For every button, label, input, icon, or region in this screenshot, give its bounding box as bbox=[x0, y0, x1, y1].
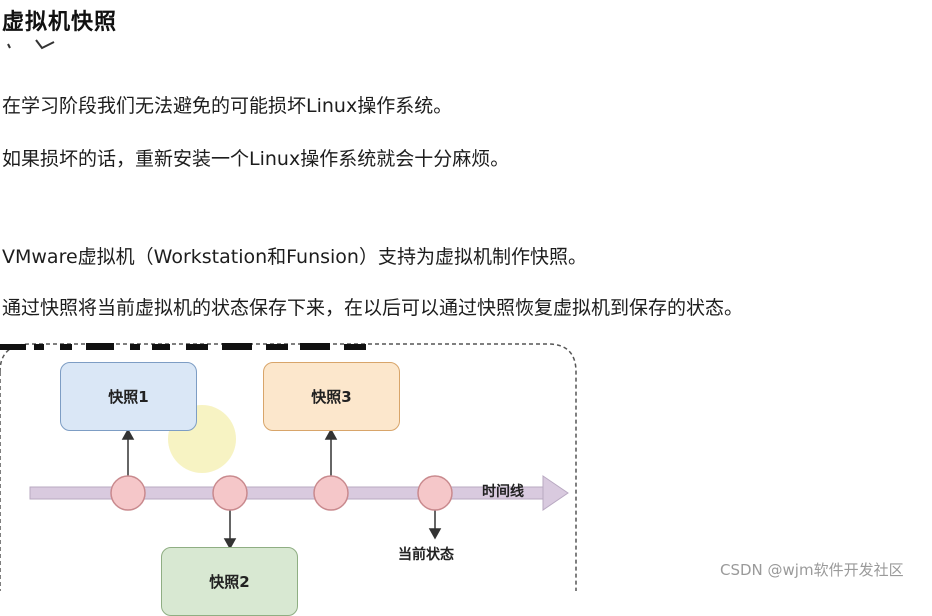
paragraph-3: VMware虚拟机（Workstation和Funsion）支持为虚拟机制作快照… bbox=[2, 246, 587, 268]
paragraph-2: 如果损坏的话，重新安装一个Linux操作系统就会十分麻烦。 bbox=[2, 148, 510, 170]
paragraph-4: 通过快照将当前虚拟机的状态保存下来，在以后可以通过快照恢复虚拟机到保存的状态。 bbox=[2, 297, 744, 319]
timeline-node-2 bbox=[212, 475, 248, 511]
diagram-canvas bbox=[0, 343, 577, 591]
cropped-text-strip bbox=[0, 343, 366, 350]
timeline-node-1 bbox=[110, 475, 146, 511]
watermark: CSDN @wjm软件开发社区 bbox=[720, 561, 904, 579]
snapshot-1-label: 快照1 bbox=[108, 388, 149, 406]
timeline-node-3 bbox=[313, 475, 349, 511]
snapshot-3-box: 快照3 bbox=[263, 362, 400, 431]
timeline-arrow bbox=[29, 475, 569, 511]
snapshot-2-box: 快照2 bbox=[161, 547, 298, 616]
diagram-frame bbox=[0, 343, 577, 591]
title-underline-mark bbox=[7, 39, 55, 50]
current-state-label: 当前状态 bbox=[398, 547, 454, 563]
snapshot-2-label: 快照2 bbox=[209, 573, 250, 591]
timeline-label: 时间线 bbox=[482, 484, 524, 500]
page-title: 虚拟机快照 bbox=[2, 10, 118, 35]
snapshot-1-box: 快照1 bbox=[60, 362, 197, 431]
snapshot-3-label: 快照3 bbox=[311, 388, 352, 406]
timeline-node-4 bbox=[417, 475, 453, 511]
snapshot-diagram: 快照1 快照3 快照2 时间线 当前状态 CSDN @wjm软件开发社区 bbox=[0, 340, 932, 616]
paragraph-1: 在学习阶段我们无法避免的可能损坏Linux操作系统。 bbox=[2, 95, 453, 117]
